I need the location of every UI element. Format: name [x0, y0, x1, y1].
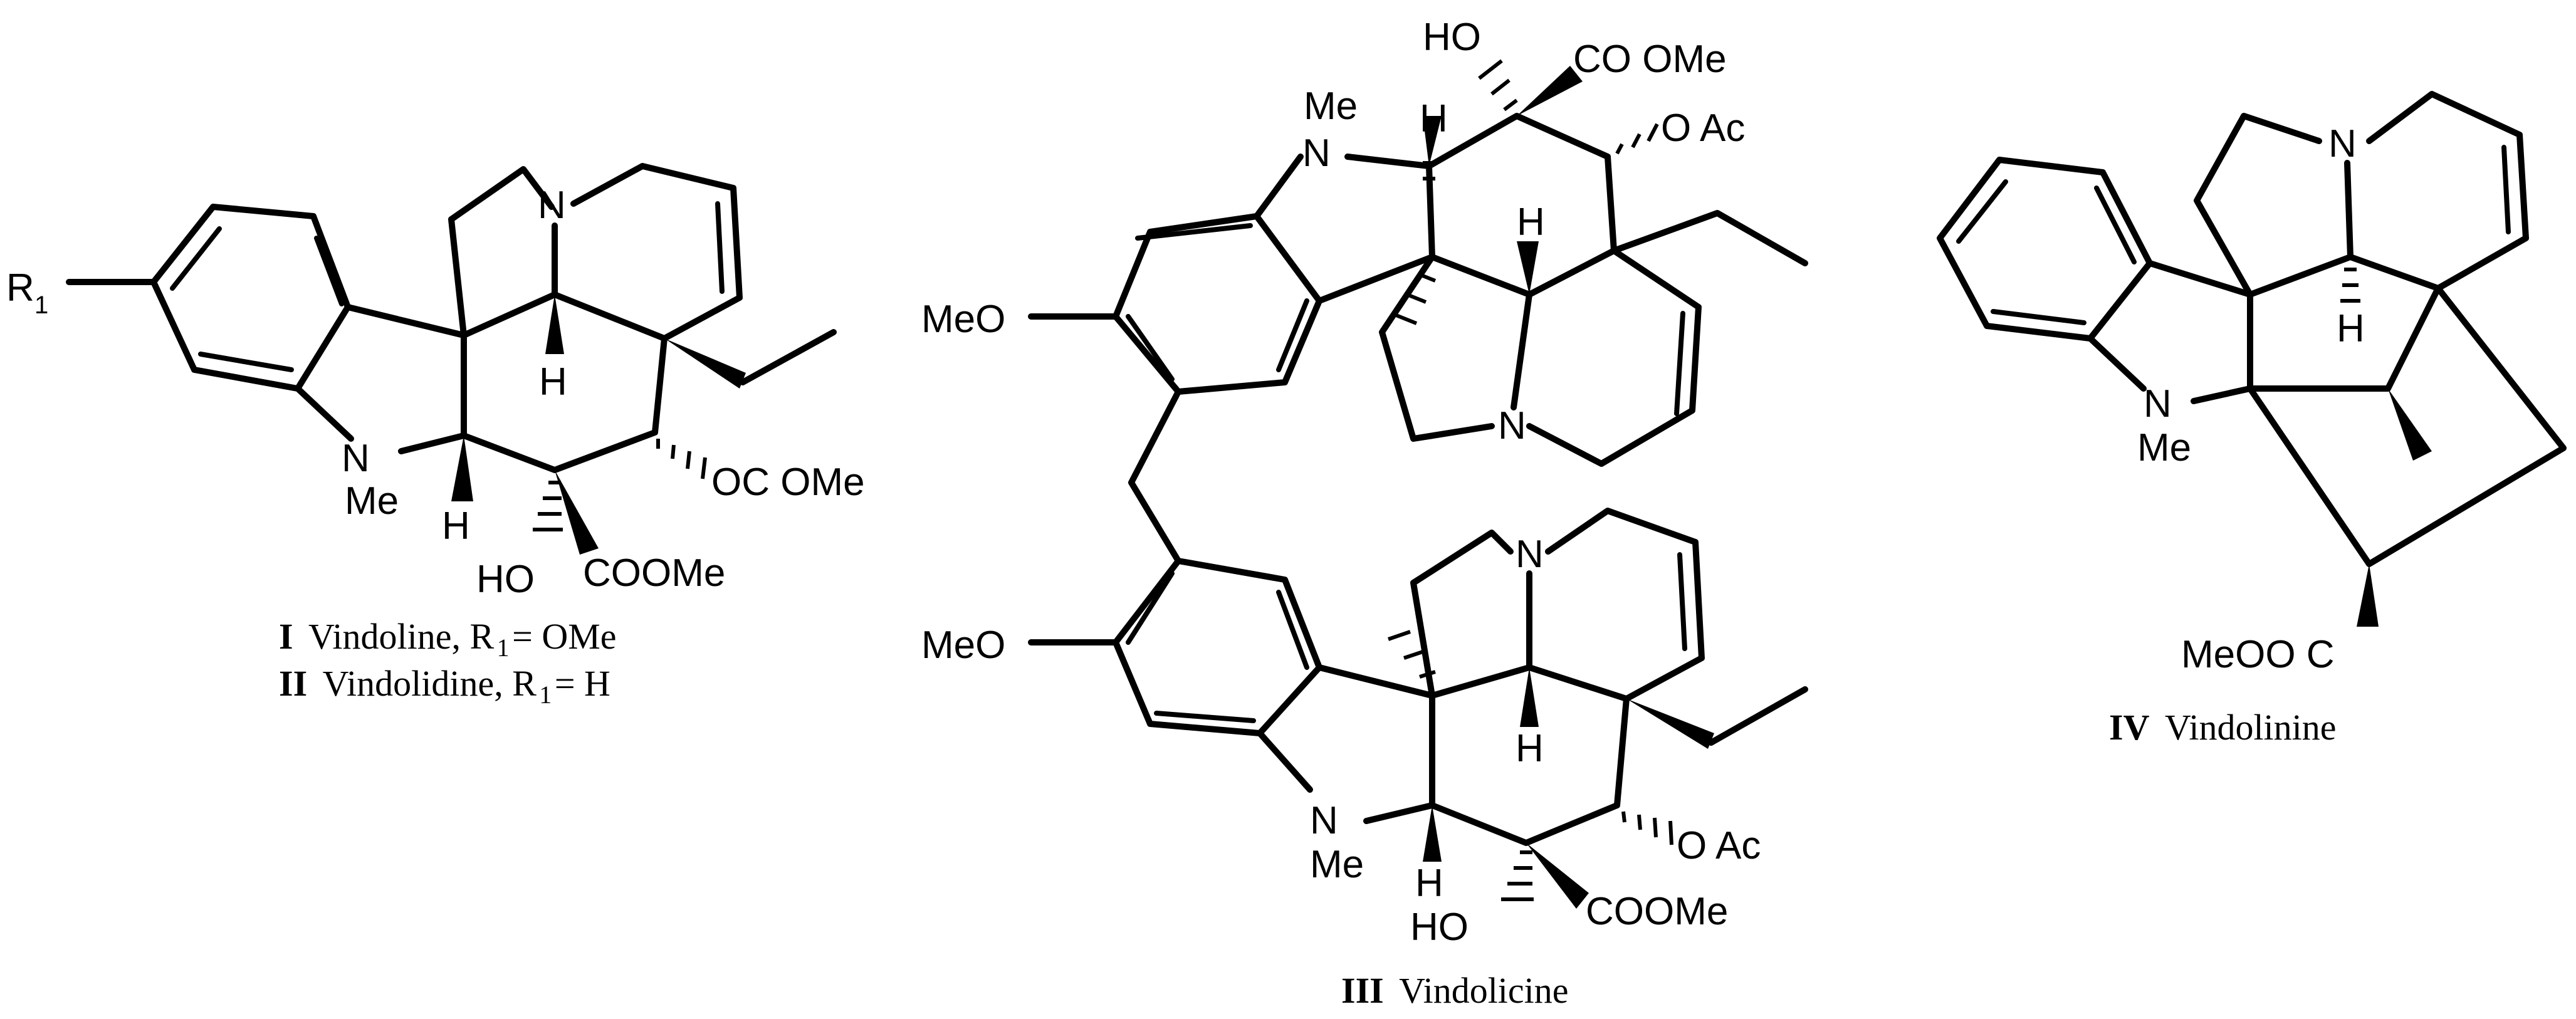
- vindolicine-h-bottom-bridge-label: H: [1516, 727, 1544, 770]
- vindoline-me-label: Me: [345, 479, 399, 523]
- vindolinine-n-top-label: N: [2328, 122, 2357, 165]
- structure-vindoline: [66, 163, 837, 555]
- vindolinine-meooc-label: MeOO C: [2181, 633, 2335, 676]
- vindolicine-meo-top-label: MeO: [921, 298, 1005, 341]
- vindolicine-oac-bottom-label: O Ac: [1677, 824, 1761, 867]
- vindoline-h-bridge-label: H: [539, 360, 567, 404]
- vindolicine-n-top-amine-label: N: [1498, 404, 1526, 447]
- vindolicine-cooome-bottom-label: COOMe: [1586, 890, 1728, 933]
- vindolinine-benzene-ring: [1937, 157, 2153, 342]
- vindolicine-oac-top-label: O Ac: [1661, 107, 1745, 150]
- vindoline-n-indoline-label: N: [342, 437, 370, 480]
- vindoline-ho-label: HO: [476, 558, 535, 601]
- structure-vindolinine: [1937, 91, 2567, 627]
- caption-vindolinine: IV Vindolinine: [2109, 707, 2337, 748]
- caption-vindolidine: II Vindolidine, R 1 = H: [279, 663, 610, 709]
- vindoline-ococome-label: OC OMe: [711, 461, 865, 504]
- vindolinine-h-label: H: [2337, 307, 2365, 350]
- vindoline-h-c2-label: H: [442, 504, 470, 548]
- vindolicine-meo-bottom-label: MeO: [921, 624, 1005, 667]
- vindoline-n-top-label: N: [538, 184, 566, 227]
- vindoline-cooome-label: COOMe: [583, 551, 725, 595]
- vindolicine-top-aromatic-ring: [1113, 213, 1322, 395]
- structure-vindolicine: [1028, 59, 1808, 909]
- vindolicine-n-top-indoline-label: N: [1302, 132, 1331, 175]
- vindolicine-ho-top-label: HO: [1423, 16, 1481, 59]
- vindoline-r1-subscript: 1: [34, 291, 48, 319]
- vindolicine-n-bottom-indoline-label: N: [1310, 799, 1338, 842]
- vindolicine-me-top-label: Me: [1304, 85, 1358, 128]
- caption-vindolicine: III Vindolicine: [1341, 970, 1569, 1011]
- vindolicine-h-top-c2-label: H: [1420, 97, 1448, 140]
- vindolicine-n-bottom-amine-label: N: [1516, 533, 1544, 576]
- vindoline-r1-label: R: [6, 266, 34, 310]
- vindolicine-h-bottom-c2-label: H: [1415, 862, 1443, 905]
- vindolinine-n-indoline-label: N: [2144, 382, 2172, 426]
- caption-vindoline: I Vindoline, R 1 = OMe: [279, 616, 617, 662]
- vindolicine-ho-bottom-label: HO: [1410, 906, 1469, 949]
- vindolicine-h-top-bridge-label: H: [1517, 201, 1545, 244]
- vindolicine-bottom-aromatic-ring: [1113, 558, 1322, 736]
- vindolinine-me-label: Me: [2137, 426, 2191, 469]
- vindolicine-me-bottom-label: Me: [1310, 843, 1364, 886]
- vindolicine-cooome-top-label: CO OMe: [1573, 38, 1727, 81]
